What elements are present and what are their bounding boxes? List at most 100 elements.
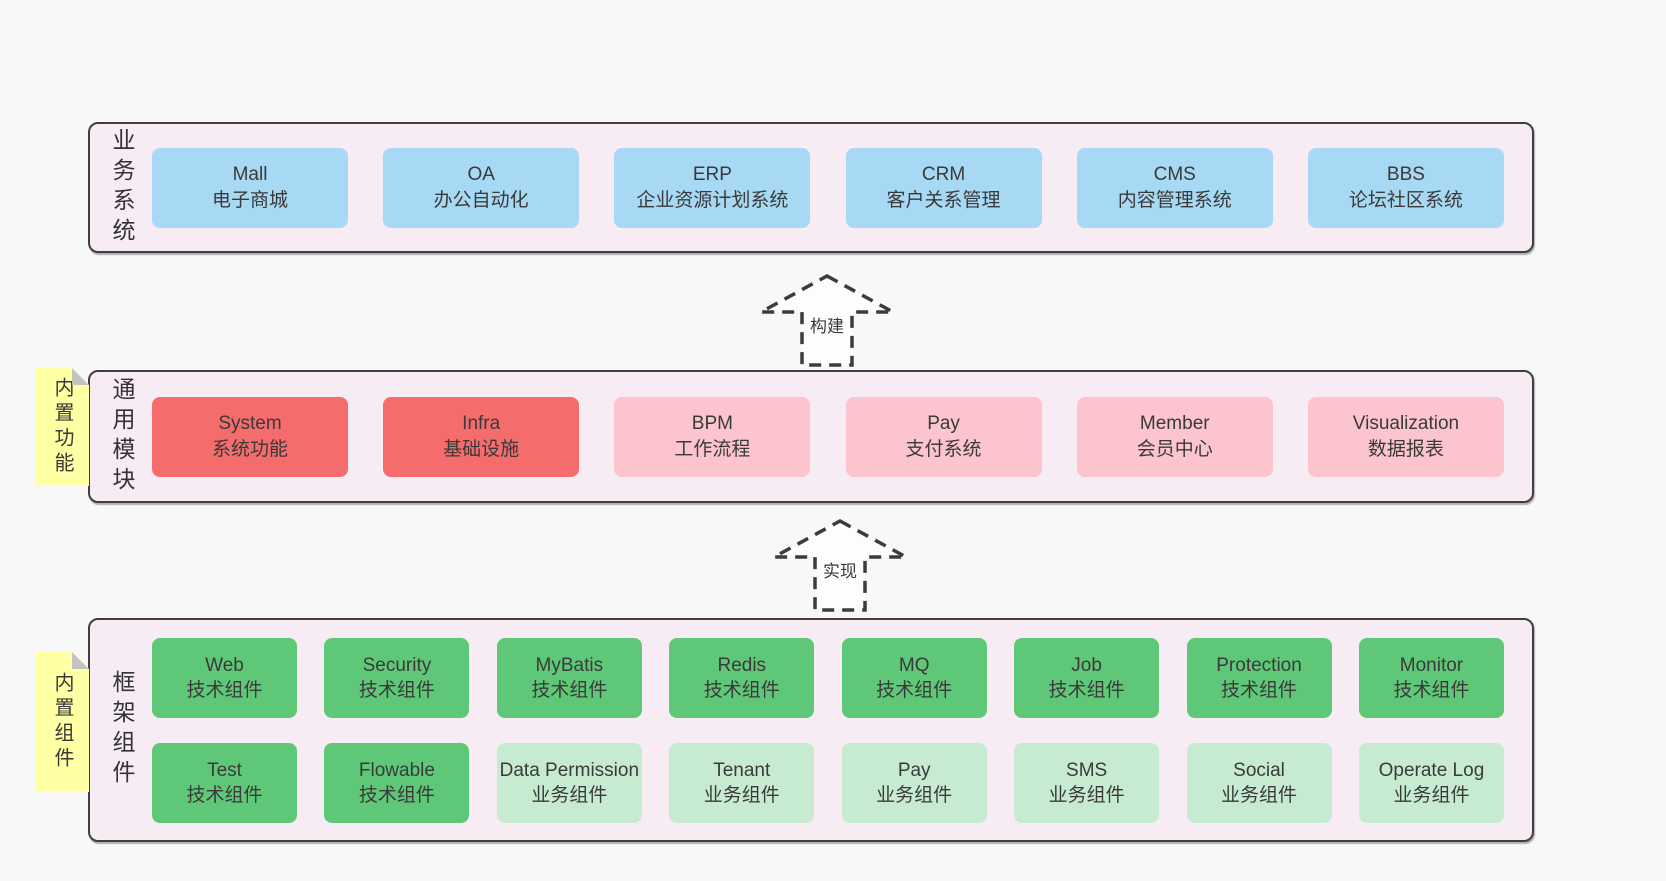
box-flowable: Flowable 技术组件 — [324, 743, 470, 823]
component-row-2: Test 技术组件 Flowable 技术组件 Data Permission … — [152, 743, 1504, 823]
box-operate-log: Operate Log 业务组件 — [1358, 743, 1504, 823]
sticky-built-in-functions: 内置功能 — [36, 368, 89, 486]
band-label-components: 框架组件 — [109, 670, 135, 790]
box-subtitle: 业务组件 — [1393, 785, 1470, 806]
box-subtitle: 工作流程 — [674, 438, 751, 460]
box-title: Pay — [897, 760, 931, 781]
box-subtitle: 业务组件 — [1221, 785, 1298, 806]
box-title: Operate Log — [1378, 760, 1485, 781]
box-subtitle: 技术组件 — [186, 680, 263, 701]
box-subtitle: 技术组件 — [358, 785, 435, 806]
box-subtitle: 客户关系管理 — [886, 189, 1001, 211]
box-data-permission: Data Permission 业务组件 — [496, 743, 642, 823]
box-subtitle: 技术组件 — [703, 680, 780, 701]
box-subtitle: 技术组件 — [186, 785, 263, 806]
implement-arrow: 实现 — [770, 517, 910, 613]
box-protection: Protection 技术组件 — [1186, 638, 1332, 718]
box-subtitle: 会员中心 — [1136, 438, 1213, 460]
box-oa: OA 办公自动化 — [383, 147, 580, 228]
box-title: Job — [1071, 655, 1102, 676]
box-title: MQ — [898, 655, 930, 676]
box-subtitle: 技术组件 — [1393, 680, 1470, 701]
box-title: Test — [207, 760, 242, 781]
sticky-text: 内置组件 — [51, 672, 73, 772]
box-subtitle: 论坛社区系统 — [1348, 189, 1463, 211]
box-subtitle: 业务组件 — [531, 785, 608, 806]
box-subtitle: 技术组件 — [1221, 680, 1298, 701]
box-title: Pay — [927, 412, 960, 434]
box-cms: CMS 内容管理系统 — [1076, 147, 1273, 228]
box-subtitle: 电子商城 — [211, 189, 288, 211]
box-subtitle: 系统功能 — [211, 438, 288, 460]
implement-arrow-label: 实现 — [820, 557, 860, 582]
box-pay-system: Pay 支付系统 — [845, 396, 1042, 477]
box-title: Mall — [232, 163, 268, 185]
box-visualization: Visualization 数据报表 — [1307, 396, 1504, 477]
box-title: Security — [362, 655, 432, 676]
box-title: Monitor — [1399, 655, 1464, 676]
box-title: SMS — [1066, 760, 1108, 781]
component-rows: Web 技术组件 Security 技术组件 MyBatis 技术组件 Redi… — [152, 638, 1504, 823]
box-security: Security 技术组件 — [324, 638, 470, 718]
box-pay-component: Pay 业务组件 — [841, 743, 987, 823]
box-subtitle: 技术组件 — [876, 680, 953, 701]
box-test: Test 技术组件 — [152, 743, 297, 823]
box-title: Infra — [462, 412, 501, 434]
box-title: Flowable — [358, 760, 435, 781]
box-title: MyBatis — [535, 655, 604, 676]
sticky-built-in-components: 内置组件 — [36, 652, 89, 792]
box-mall: Mall 电子商城 — [152, 147, 348, 228]
box-subtitle: 基础设施 — [443, 438, 520, 460]
box-system: System 系统功能 — [152, 396, 348, 477]
build-arrow-label: 构建 — [807, 312, 847, 337]
box-subtitle: 技术组件 — [531, 680, 608, 701]
box-subtitle: 技术组件 — [358, 680, 435, 701]
box-subtitle: 企业资源计划系统 — [636, 189, 789, 211]
box-crm: CRM 客户关系管理 — [845, 147, 1042, 228]
band-framework-components: 框架组件 Web 技术组件 Security 技术组件 MyBatis 技术组件… — [88, 618, 1534, 842]
box-sms: SMS 业务组件 — [1014, 743, 1160, 823]
build-arrow: 构建 — [757, 272, 897, 368]
business-boxes-row: Mall 电子商城 OA 办公自动化 ERP 企业资源计划系统 CRM 客户关系… — [152, 147, 1504, 228]
box-infra: Infra 基础设施 — [383, 396, 580, 477]
box-title: Social — [1233, 760, 1285, 781]
box-subtitle: 业务组件 — [1048, 785, 1125, 806]
box-title: Web — [205, 655, 244, 676]
box-social: Social 业务组件 — [1186, 743, 1332, 823]
folded-corner-icon — [72, 368, 89, 385]
box-title: Member — [1139, 412, 1210, 434]
band-label-business: 业务系统 — [109, 127, 135, 248]
box-subtitle: 数据报表 — [1367, 438, 1444, 460]
box-member: Member 会员中心 — [1076, 396, 1273, 477]
box-subtitle: 内容管理系统 — [1117, 189, 1232, 211]
sticky-text: 内置功能 — [51, 377, 73, 477]
component-row-1: Web 技术组件 Security 技术组件 MyBatis 技术组件 Redi… — [152, 638, 1504, 718]
box-mq: MQ 技术组件 — [841, 638, 987, 718]
box-tenant: Tenant 业务组件 — [669, 743, 815, 823]
box-title: Data Permission — [499, 760, 640, 781]
band-common-modules: 通用模块 System 系统功能 Infra 基础设施 BPM 工作流程 Pay… — [88, 370, 1534, 503]
box-job: Job 技术组件 — [1014, 638, 1160, 718]
box-title: Protection — [1216, 655, 1302, 676]
box-subtitle: 技术组件 — [1048, 680, 1125, 701]
box-title: BBS — [1386, 163, 1425, 185]
box-title: BPM — [691, 412, 733, 434]
box-title: CMS — [1153, 163, 1196, 185]
box-title: CRM — [921, 163, 966, 185]
box-redis: Redis 技术组件 — [669, 638, 815, 718]
box-monitor: Monitor 技术组件 — [1358, 638, 1504, 718]
box-bpm: BPM 工作流程 — [614, 396, 811, 477]
box-subtitle: 业务组件 — [703, 785, 780, 806]
box-subtitle: 办公自动化 — [433, 189, 529, 211]
box-subtitle: 支付系统 — [905, 438, 982, 460]
box-title: Tenant — [713, 760, 771, 781]
box-mybatis: MyBatis 技术组件 — [496, 638, 642, 718]
box-bbs: BBS 论坛社区系统 — [1307, 147, 1504, 228]
box-title: Redis — [717, 655, 767, 676]
band-label-modules: 通用模块 — [109, 376, 135, 497]
folded-corner-icon — [72, 652, 89, 669]
box-title: Visualization — [1352, 412, 1460, 434]
box-erp: ERP 企业资源计划系统 — [614, 147, 811, 228]
band-business-systems: 业务系统 Mall 电子商城 OA 办公自动化 ERP 企业资源计划系统 CRM… — [88, 122, 1534, 253]
